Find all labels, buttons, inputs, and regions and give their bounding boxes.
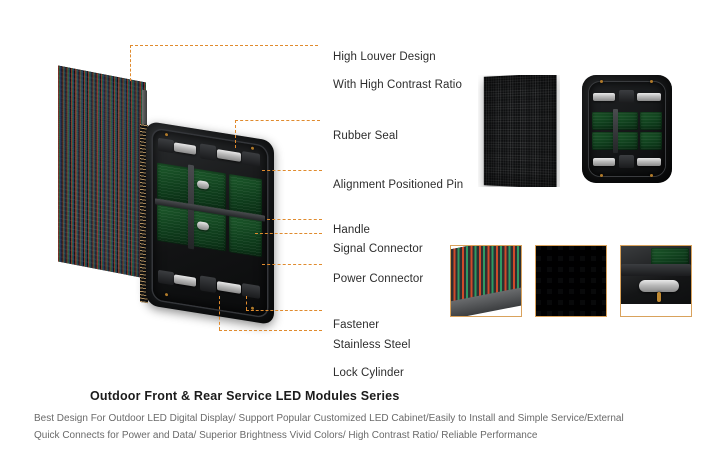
power-connector-top-left [174, 142, 196, 155]
led-front-panel-illustration [58, 65, 146, 279]
callout-label-alignment-positioned-pin: Alignment Positioned Pin [333, 164, 463, 192]
driver-pcb [193, 209, 226, 252]
screw [251, 146, 254, 150]
cabinet-connector-top-right [637, 93, 661, 101]
lock-cylinder-closeup-image [621, 246, 691, 316]
cabinet-pcb [592, 112, 614, 130]
led-module-rear-illustration [140, 120, 274, 326]
module-housing [146, 120, 274, 326]
cabinet-handle-top-center [619, 90, 634, 103]
callout-line-rubber-seal-vertical [235, 120, 236, 148]
callout-text-line1: High Louver Design [333, 51, 436, 63]
callout-line-lock-cylinder-horizontal [219, 330, 322, 331]
callout-text-line1: Alignment Positioned Pin [333, 179, 464, 191]
led-front-surface [58, 65, 146, 279]
callout-text-line2: Lock Cylinder [333, 367, 404, 379]
led-louver-closeup-photo [535, 245, 607, 317]
callout-label-rubber-seal: Rubber Seal [333, 115, 398, 143]
callout-text-line2: With High Contrast Ratio [333, 79, 462, 91]
cabinet-pcb [592, 132, 614, 150]
callout-line-fastener-vertical [246, 296, 247, 310]
page-description-line-1: Best Design For Outdoor LED Digital Disp… [34, 413, 624, 424]
page-title: Outdoor Front & Rear Service LED Modules… [90, 389, 400, 403]
power-connector-bottom-left [174, 274, 196, 287]
led-cabinet-rear-photo [580, 73, 674, 185]
callout-line-lock-cylinder-vertical [219, 296, 220, 330]
screw [600, 174, 603, 177]
cabinet-connector-bottom-left [593, 158, 615, 166]
callout-line-high-louver-horizontal [130, 45, 318, 46]
led-pixel-grid [58, 65, 146, 279]
closeup-lock-cylinder [639, 280, 679, 292]
cabinet-handle-bottom-center [619, 155, 634, 168]
handle-top-right [242, 151, 260, 167]
callout-label-stainless-steel-lock-cylinder: Stainless Steel Lock Cylinder [333, 324, 411, 380]
callout-label-fastener: Fastener [333, 304, 379, 332]
page-description-line-2: Quick Connects for Power and Data/ Super… [34, 430, 538, 441]
cabinet-pcb [616, 132, 638, 150]
callout-line-alignment-pin [262, 170, 322, 171]
led-panel-front-photo [478, 75, 560, 187]
callout-label-handle: Handle [333, 209, 370, 237]
callout-text-line1: Rubber Seal [333, 130, 399, 142]
led-louver-closeup-image [536, 246, 606, 316]
screw [165, 292, 168, 297]
callout-text-line1: Handle [333, 224, 371, 236]
callout-line-power-connector [262, 264, 322, 265]
screw [650, 80, 653, 83]
cabinet-rear-recess [589, 82, 665, 176]
closeup-housing-rib [621, 264, 691, 276]
driver-pcb [229, 215, 262, 258]
power-connector-top-right [217, 149, 241, 162]
callout-line-rubber-seal-horizontal [235, 120, 320, 121]
callout-line-signal-connector [255, 233, 322, 234]
handle-bottom-left [158, 269, 174, 286]
page-description: Best Design For Outdoor LED Digital Disp… [34, 410, 674, 444]
callout-label-high-louver-design: High Louver Design With High Contrast Ra… [333, 36, 462, 92]
lock-cylinder-closeup-photo [620, 245, 692, 317]
closeup-pcb [651, 248, 689, 266]
callout-line-high-louver-vertical [130, 45, 131, 81]
lock-cylinder-bottom-center [200, 275, 216, 293]
cabinet-pcb [640, 132, 662, 150]
signal-connector-top-center [200, 143, 216, 161]
closeup-screw [657, 292, 661, 302]
cabinet-pcb [640, 112, 662, 130]
callout-text-line1: Fastener [333, 319, 380, 331]
callout-line-fastener-horizontal [246, 310, 322, 311]
screw [165, 132, 168, 137]
led-lamp-closeup-image [451, 246, 521, 316]
handle-top-left [158, 137, 174, 154]
screw [650, 174, 653, 177]
cabinet-connector-bottom-right [637, 158, 661, 166]
handle-bottom-right [242, 283, 260, 299]
led-panel-front-face [483, 75, 557, 187]
module-housing-recess [153, 128, 267, 318]
callout-text-line1: Signal Connector [333, 243, 423, 255]
power-connector-bottom-right [217, 281, 241, 294]
driver-pcb [157, 203, 190, 246]
callout-label-signal-connector: Signal Connector [333, 228, 423, 256]
led-lamp-closeup-photo [450, 245, 522, 317]
callout-line-handle [267, 219, 322, 220]
callout-text-line1: Stainless Steel [333, 339, 411, 351]
cabinet-connector-top-left [593, 93, 615, 101]
cabinet-center-rib [613, 109, 618, 153]
callout-text-line1: Power Connector [333, 273, 424, 285]
screw [600, 80, 603, 83]
callout-label-power-connector: Power Connector [333, 258, 423, 286]
cabinet-pcb [616, 112, 638, 130]
cabinet-rear-housing [582, 75, 672, 183]
